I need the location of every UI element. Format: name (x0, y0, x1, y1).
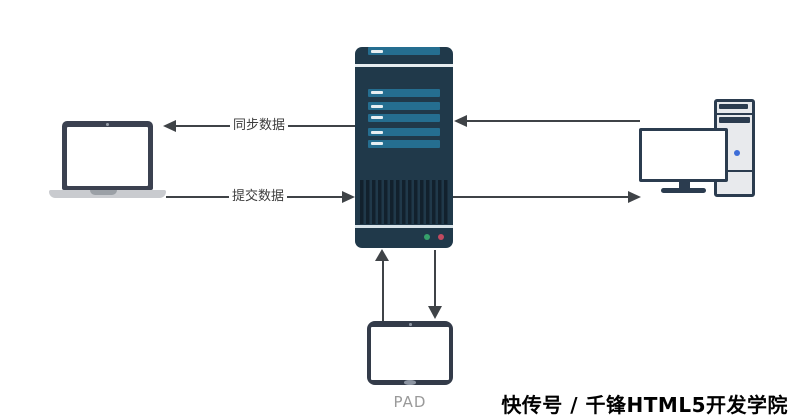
submit-data-label: 提交数据 (228, 188, 288, 206)
laptop-screen (67, 127, 148, 186)
server-slot-bar (368, 113, 440, 122)
arrow-submit-head-icon (342, 191, 355, 203)
server-slot-dash (371, 49, 383, 53)
arrow-tablet-to-server-line (381, 258, 384, 321)
tower-power-button-icon (734, 150, 740, 156)
watermark-text: 快传号 / 千锋HTML5开发学院 (501, 393, 788, 417)
server-slot-bar (368, 128, 440, 136)
tablet-camera-dot-icon (409, 323, 412, 326)
arrow-desktop-to-server-head-icon (454, 115, 467, 127)
tower-divider (717, 112, 752, 115)
sync-data-label: 同步数据 (229, 117, 289, 135)
server-slot-dash (371, 91, 383, 94)
server-bottom-stripe (355, 225, 453, 228)
monitor-stand (661, 188, 706, 193)
server-led-green (424, 234, 430, 240)
server-slot-bar (368, 47, 440, 55)
tower-divider (717, 170, 752, 172)
laptop-screen-frame (62, 121, 153, 190)
server-slot-dash (371, 142, 383, 145)
tower-drive-slot (719, 117, 750, 123)
arrow-desktop-to-server-line (466, 120, 640, 122)
server-led-red (438, 234, 444, 240)
arrow-server-to-desktop-line (453, 196, 628, 198)
server-slot-dash (371, 130, 383, 134)
tablet-screen (371, 327, 449, 380)
server-slot-bar (368, 102, 440, 110)
server-vent-grille (360, 180, 448, 224)
laptop-camera-dot-icon (106, 123, 109, 126)
arrow-server-to-desktop-head-icon (628, 191, 641, 203)
pad-label: PAD (393, 393, 427, 411)
tower-drive-slot (719, 104, 748, 109)
server-top-stripe (355, 64, 453, 67)
laptop-base (49, 190, 166, 198)
server-slot-dash (371, 116, 383, 119)
tablet-home-button-icon (404, 380, 416, 385)
laptop-notch (90, 190, 117, 195)
server-slot-bar (368, 139, 440, 148)
arrow-tablet-to-server-head-icon (375, 249, 389, 261)
arrow-sync-head-icon (163, 120, 176, 132)
desktop-monitor (639, 128, 728, 182)
server-icon (355, 47, 453, 248)
arrow-server-to-tablet-line (434, 250, 436, 308)
server-slot-dash (371, 104, 383, 108)
server-slot-bar (368, 88, 440, 97)
tablet-icon (367, 321, 453, 385)
monitor-neck (679, 182, 690, 188)
arrow-server-to-tablet-head-icon (428, 306, 442, 319)
